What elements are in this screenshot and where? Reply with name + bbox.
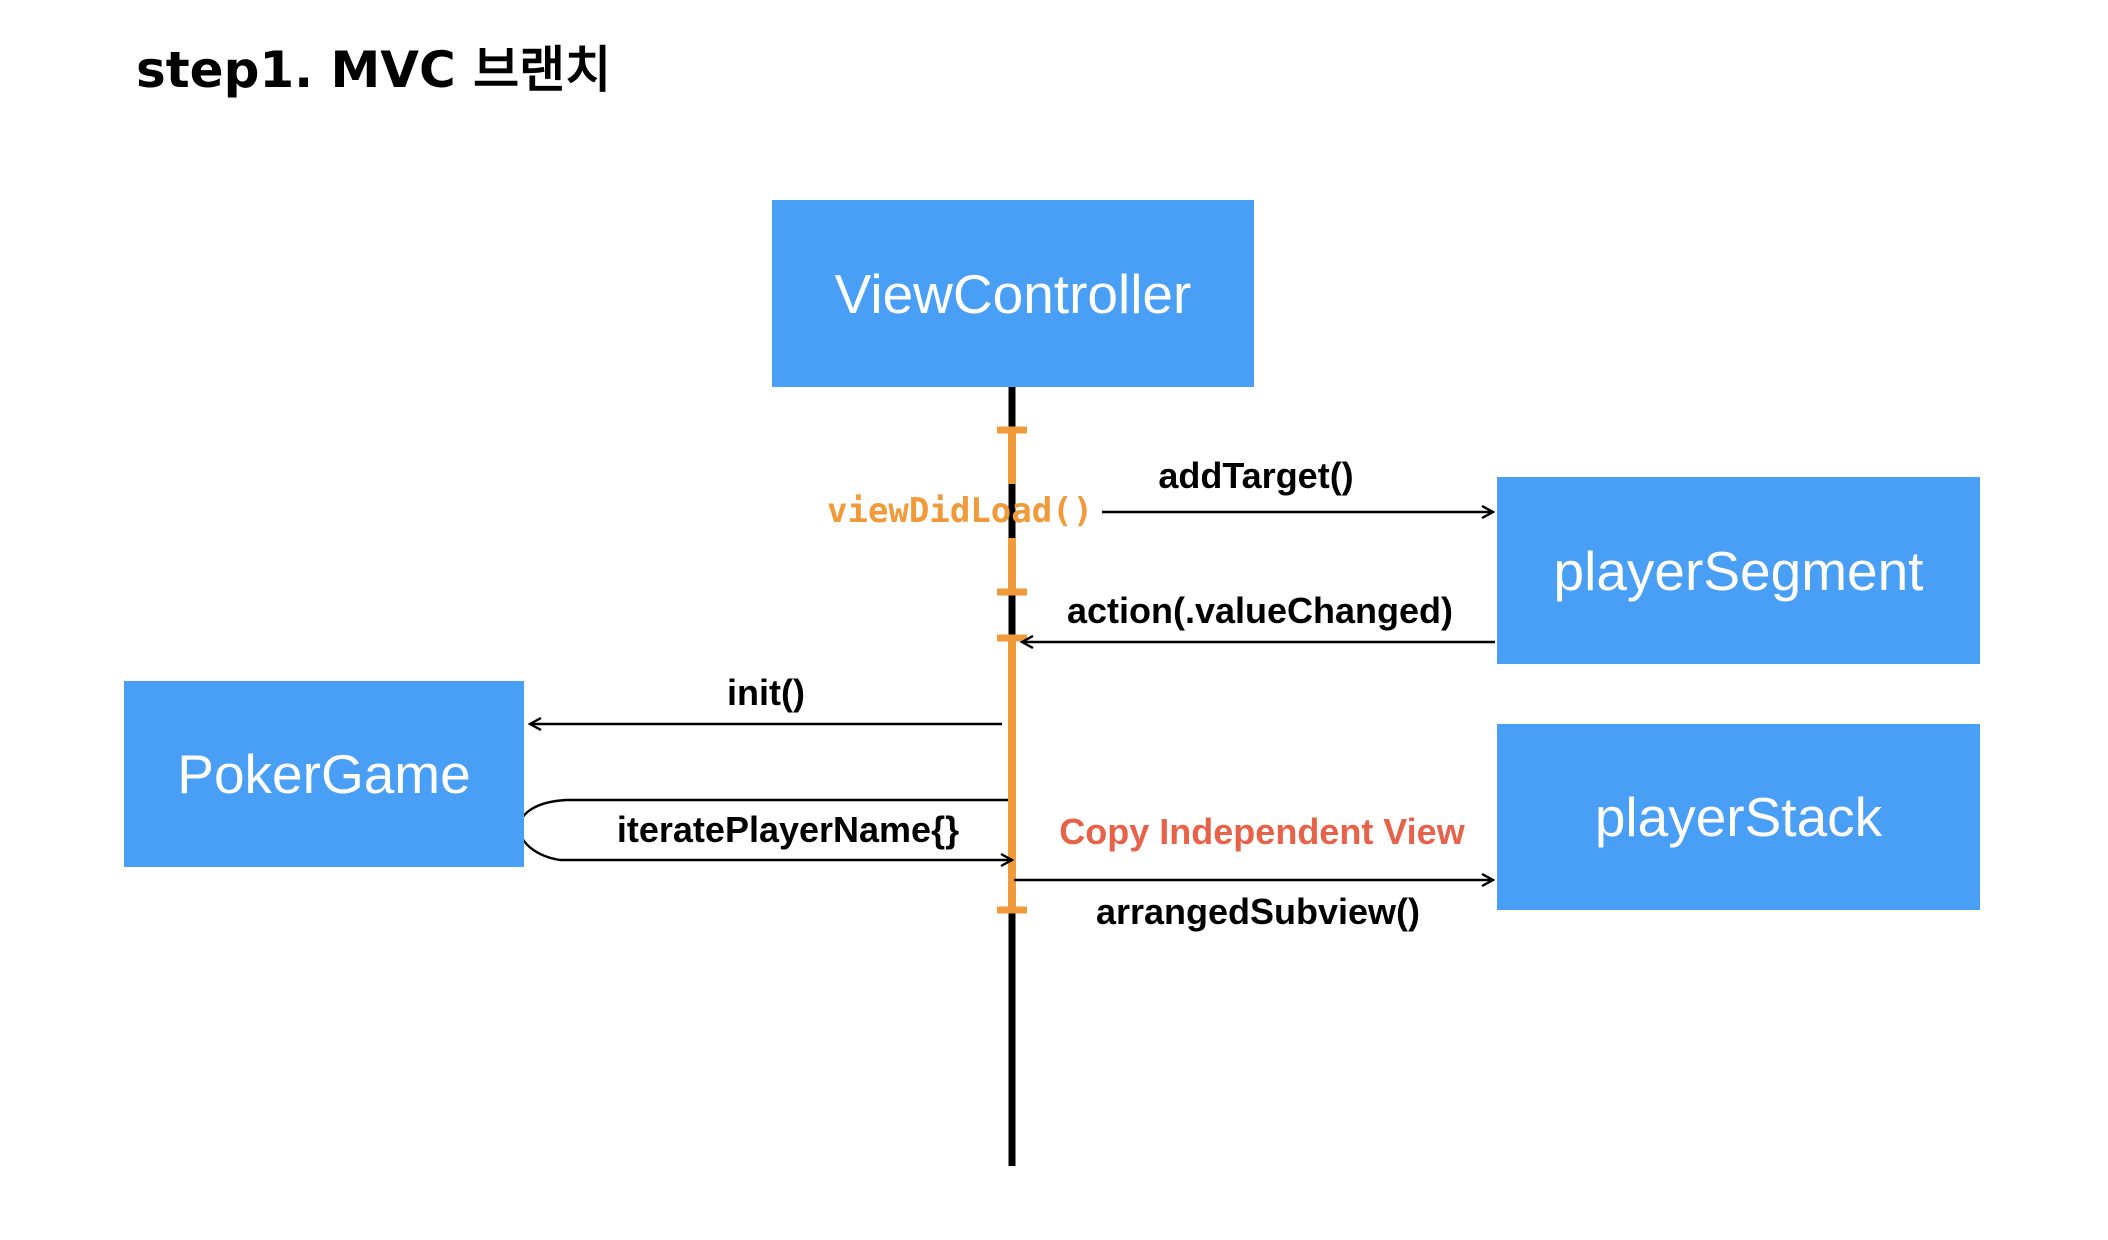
arranged-subview-label: arrangedSubview() xyxy=(1095,891,1421,932)
copy-independent-view-label: Copy Independent View xyxy=(1059,811,1465,852)
player-segment-box: playerSegment xyxy=(1497,477,1980,664)
player-stack-box: playerStack xyxy=(1497,724,1980,910)
view-did-load-label: viewDidLoad() xyxy=(827,491,1094,531)
action-value-changed-label: action(.valueChanged) xyxy=(1066,590,1454,631)
iterate-player-name-label: iteratePlayerName{} xyxy=(616,809,960,850)
viewcontroller-box: ViewController xyxy=(772,200,1254,387)
viewdidload-activation xyxy=(997,426,1027,596)
add-target-label: addTarget() xyxy=(1158,455,1354,496)
action-activation xyxy=(997,634,1027,914)
poker-game-box: PokerGame xyxy=(124,681,524,867)
diagram-title: step1. MVC 브랜치 xyxy=(136,41,612,99)
init-label: init() xyxy=(727,672,805,713)
